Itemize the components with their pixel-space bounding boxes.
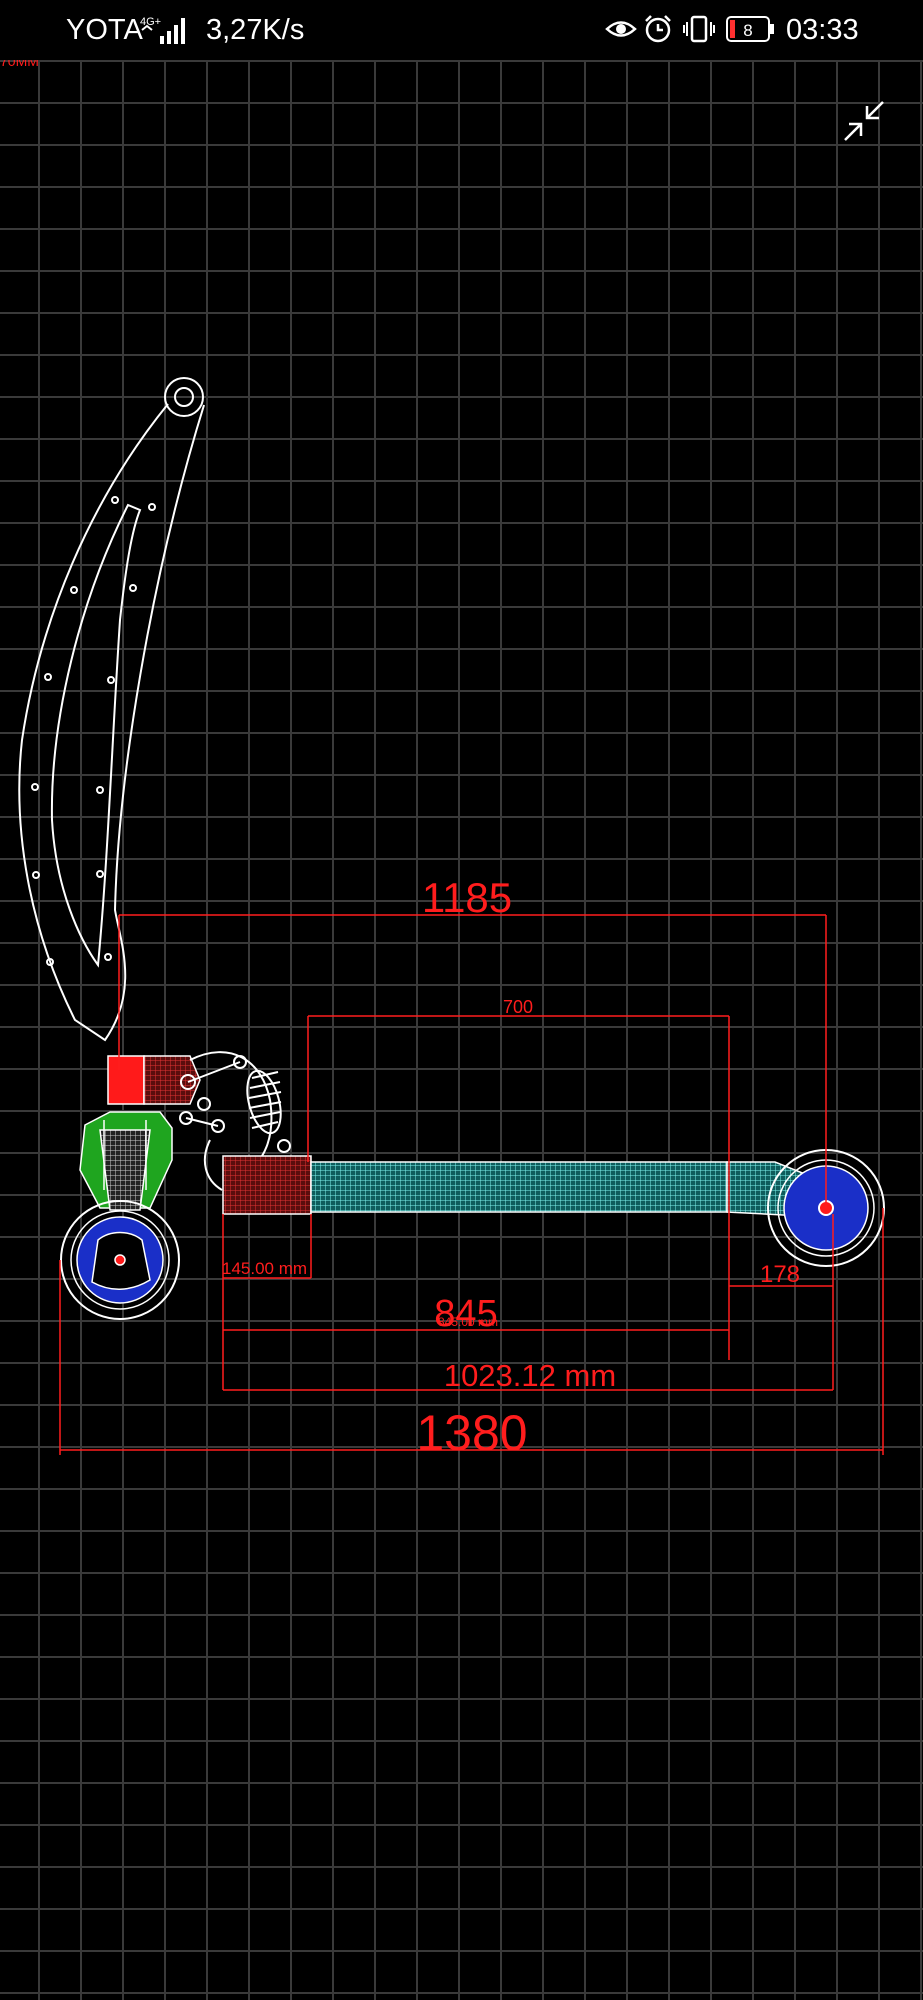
dim-small-overlap: 845.00 mm — [438, 1315, 498, 1329]
cad-viewport[interactable]: 70MM — [0, 60, 923, 2000]
alarm-icon — [645, 15, 671, 43]
suspension-spring — [246, 1069, 291, 1153]
dim-overall-length: 1380 — [416, 1405, 527, 1461]
dim-rear-overhang: 178 — [760, 1261, 800, 1288]
folding-joint — [107, 1051, 273, 1191]
status-bar: YOTA 4G+ 3,27K/s 8 03:33 — [0, 0, 923, 60]
front-wheel — [60, 1200, 180, 1320]
exit-fullscreen-icon[interactable] — [844, 101, 884, 141]
cad-drawing[interactable]: 70MM — [0, 60, 923, 2000]
dim-stem-to-rear: 1185 — [422, 874, 512, 921]
battery-box — [222, 1155, 312, 1215]
dimension-lines — [59, 914, 884, 1455]
network-type: 4G+ — [140, 16, 161, 28]
dim-battery-box: 145.00 mm — [222, 1259, 307, 1278]
deck — [310, 1161, 841, 1219]
battery-level: 8 — [743, 21, 752, 40]
vibrate-icon — [683, 15, 715, 43]
clock: 03:33 — [786, 14, 859, 46]
dim-deck-length: 700 — [503, 997, 533, 1017]
battery-icon: 8 — [726, 16, 774, 42]
network-speed: 3,27K/s — [206, 14, 305, 46]
carrier-name: YOTA — [66, 14, 143, 46]
corner-scale-label: 70MM — [0, 60, 39, 69]
front-wheel-mount — [79, 1111, 173, 1211]
dim-base-length: 1023.12 mm — [444, 1358, 616, 1393]
signal-icon: 4G+ — [140, 16, 185, 44]
steering-stem — [18, 377, 205, 1042]
eye-comfort-icon — [605, 21, 637, 37]
dim-front-to-rear-deck: 845 — [434, 1293, 497, 1335]
